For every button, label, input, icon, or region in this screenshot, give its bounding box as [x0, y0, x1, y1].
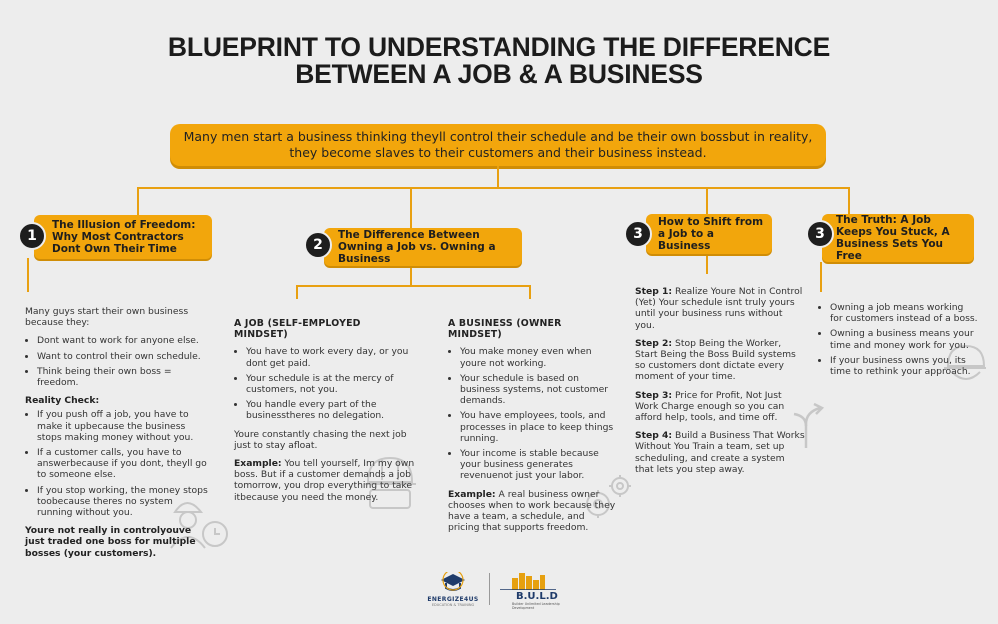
- step-3: Step 3: Price for Profit, Not Just Work …: [635, 389, 785, 424]
- connector-trunk: [497, 166, 499, 188]
- list-item: You have to work every day, or you dont …: [246, 346, 416, 368]
- reality-check-heading: Reality Check:: [25, 395, 100, 407]
- section-2-job-column: A JOB (SELF-EMPLOYED MINDSET) You have t…: [234, 318, 416, 510]
- business-bullets: You make money even when youre not worki…: [448, 346, 618, 481]
- logo-divider: [489, 573, 490, 605]
- section-4-content: Owning a job means working for customers…: [818, 302, 978, 384]
- list-item: You have employees, tools, and processes…: [460, 410, 618, 444]
- section-2-title: The Difference Between Owning a Job vs. …: [338, 229, 496, 265]
- connector-drop-4: [848, 187, 850, 214]
- title-line-1: BLUEPRINT TO UNDERSTANDING THE DIFFERENC…: [167, 32, 831, 62]
- logo1-name: ENERGIZE4US: [427, 596, 479, 603]
- connector-bar: [137, 187, 849, 189]
- list-item: If you push off a job, you have to make …: [37, 409, 210, 443]
- worker-clock-icon: [170, 502, 228, 549]
- section-2-header: The Difference Between Owning a Job vs. …: [324, 228, 522, 266]
- business-example: Example: A real business owner chooses w…: [448, 488, 616, 534]
- connector-drop-3: [706, 187, 708, 214]
- list-item: If you stop working, the money stops too…: [37, 485, 210, 519]
- list-item: You handle every part of the businessthe…: [246, 399, 416, 421]
- connector-drop-2: [410, 187, 412, 230]
- logo2-name: B.U.L.D: [516, 591, 558, 602]
- section-1-reality-bullets: If you push off a job, you have to make …: [25, 409, 210, 518]
- job-example: Example: You tell yourself, Im my own bo…: [234, 458, 415, 503]
- title-line-2: BETWEEN A JOB & A BUSINESS: [295, 59, 703, 89]
- section-1-badge: 1: [18, 222, 46, 250]
- section-4-badge: 3: [806, 220, 834, 248]
- connector-down-4: [820, 262, 822, 292]
- logo1-tag: EDUCATION & TRAINING: [431, 603, 475, 607]
- section-1-intro: Many guys start their own business becau…: [25, 306, 189, 329]
- connector-split-2-left: [296, 285, 298, 299]
- list-item: Owning a job means working for customers…: [830, 302, 978, 324]
- job-heading: A JOB (SELF-EMPLOYED MINDSET): [234, 318, 361, 341]
- intro-text: Many men start a business thinking theyl…: [183, 129, 813, 160]
- connector-down-3: [706, 254, 708, 274]
- section-4-title: The Truth: A Job Keeps You Stuck, A Busi…: [836, 214, 950, 262]
- list-item: Your schedule is at the mercy of custome…: [246, 373, 416, 395]
- section-2-business-column: A BUSINESS (OWNER MINDSET) You make mone…: [448, 318, 618, 540]
- signpost-icon: [793, 402, 825, 448]
- section-4-header: The Truth: A Job Keeps You Stuck, A Busi…: [822, 214, 974, 262]
- section-1-conclusion: Youre not really in controlyouve just tr…: [25, 525, 196, 559]
- energize4us-logo: ENERGIZE4US EDUCATION & TRAINING: [420, 569, 486, 607]
- gears-icon: [584, 475, 631, 518]
- section-1-bullets: Dont want to work for anyone else. Want …: [25, 335, 210, 388]
- list-item: If a customer calls, you have to answerb…: [37, 447, 210, 481]
- connector-split-2-right: [529, 285, 531, 299]
- intro-banner: Many men start a business thinking theyl…: [170, 124, 826, 166]
- list-item: Want to control their own schedule.: [37, 351, 210, 362]
- section-3-steps: Step 1: Realize Youre Not in Control (Ye…: [635, 286, 805, 482]
- logo2-tag: Builder Unlimited Leadership Development: [512, 602, 560, 610]
- list-item: Your income is stable because your busin…: [460, 448, 618, 482]
- business-heading: A BUSINESS (OWNER MINDSET): [448, 318, 562, 341]
- connector-drop-1: [137, 187, 139, 216]
- list-item: Dont want to work for anyone else.: [37, 335, 210, 346]
- connector-down-1: [27, 258, 29, 292]
- connector-down-2: [410, 266, 412, 286]
- list-item: Think being their own boss = freedom.: [37, 366, 210, 388]
- section-2-badge: 2: [304, 231, 332, 259]
- city-skyline-icon: [500, 573, 556, 591]
- page-title: BLUEPRINT TO UNDERSTANDING THE DIFFERENC…: [0, 34, 998, 88]
- connector-split-2: [296, 285, 530, 287]
- step-4: Step 4: Build a Business That Works With…: [635, 430, 805, 475]
- helmet-icon: [364, 456, 416, 509]
- step-2: Step 2: Stop Being the Worker, Start Bei…: [635, 337, 796, 383]
- section-1-title: The Illusion of Freedom: Why Most Contra…: [52, 219, 196, 255]
- section-4-bullets: Owning a job means working for customers…: [818, 302, 978, 377]
- section-1-content: Many guys start their own business becau…: [25, 306, 210, 566]
- list-item: If your business owns you, its time to r…: [830, 355, 978, 377]
- section-3-badge: 3: [624, 220, 652, 248]
- section-3-title: How to Shift from a Job to a Business: [658, 216, 764, 252]
- step-1: Step 1: Realize Youre Not in Control (Ye…: [635, 286, 803, 331]
- job-bullets: You have to work every day, or you dont …: [234, 346, 416, 421]
- section-3-header: How to Shift from a Job to a Business: [646, 214, 772, 254]
- hard-hat-icon: [944, 344, 986, 380]
- job-summary: Youre constantly chasing the next job ju…: [234, 428, 407, 451]
- list-item: Owning a business means your time and mo…: [830, 328, 978, 350]
- list-item: You make money even when youre not worki…: [460, 346, 618, 368]
- list-item: Your schedule is based on business syste…: [460, 373, 618, 407]
- graduation-cap-icon: [441, 569, 465, 591]
- section-1-header: The Illusion of Freedom: Why Most Contra…: [34, 215, 212, 259]
- buld-logo: B.U.L.D Builder Unlimited Leadership Dev…: [498, 570, 578, 610]
